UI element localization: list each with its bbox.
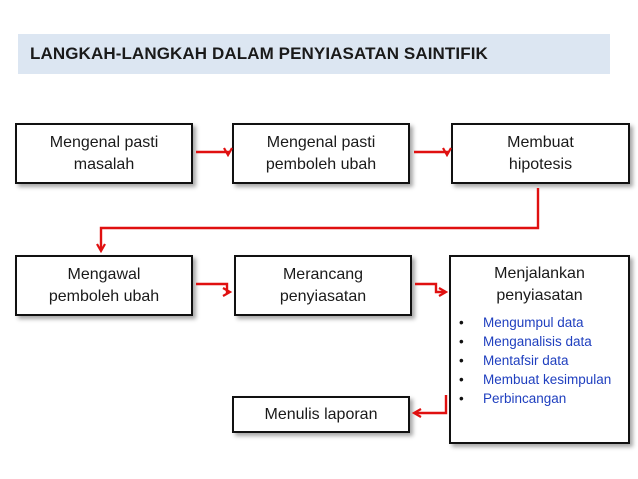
- arrow-step1-to-step2: [196, 152, 228, 154]
- step-write-report: Menulis laporan: [232, 396, 410, 433]
- step-label-line: penyiasatan: [279, 287, 367, 305]
- bullet-dot: •: [459, 391, 464, 406]
- bullet-dot: •: [459, 353, 464, 368]
- step-label-line: pemboleh ubah: [48, 287, 160, 305]
- substep-label: Mentafsir data: [483, 353, 569, 368]
- step-label-line: penyiasatan: [496, 287, 583, 304]
- step-control-variables: Mengawal pemboleh ubah: [15, 255, 193, 316]
- step-label-line: Membuat: [507, 133, 574, 151]
- step-label-line: Menulis laporan: [264, 405, 378, 423]
- substep-label: Menganalisis data: [483, 334, 592, 349]
- step-conduct-investigation: Menjalankan penyiasatan • Mengumpul data …: [449, 255, 630, 444]
- substep-label: Mengumpul data: [483, 315, 584, 330]
- step-identify-variables: Mengenal pasti pemboleh ubah: [232, 123, 410, 184]
- arrow-step3-to-step4: [101, 188, 540, 250]
- step-label-line: Mengenal pasti: [266, 133, 376, 151]
- bullet-dot: •: [459, 315, 464, 330]
- bullet-dot: •: [459, 334, 464, 349]
- arrow-step2-to-step3: [414, 152, 447, 154]
- step-label-line: hipotesis: [508, 155, 573, 173]
- substep-label: Membuat kesimpulan: [483, 372, 612, 387]
- substep-item: • Perbincangan: [459, 389, 628, 408]
- step-plan-investigation: Merancang penyiasatan: [234, 255, 412, 316]
- step-label-line: pemboleh ubah: [265, 155, 377, 173]
- substep-label: Perbincangan: [483, 391, 567, 406]
- substep-item: • Menganalisis data: [459, 332, 628, 351]
- step-label-line: Mengawal: [67, 265, 141, 283]
- step-identify-problem: Mengenal pasti masalah: [15, 123, 193, 184]
- step-label-line: Merancang: [282, 265, 364, 283]
- diagram-title: LANGKAH-LANGKAH DALAM PENYIASATAN SAINTI…: [18, 34, 610, 74]
- substep-item: • Mentafsir data: [459, 351, 628, 370]
- step-label-line: masalah: [73, 155, 135, 173]
- arrow-step6-to-step7: [415, 395, 448, 413]
- substep-list: • Mengumpul data • Menganalisis data • Ment…: [451, 313, 628, 408]
- step-label-line: Menjalankan: [494, 265, 585, 282]
- arrow-step5-to-step6: [415, 282, 445, 292]
- step-label-line: Mengenal pasti: [49, 133, 159, 151]
- step-hypothesis: Membuat hipotesis: [451, 123, 630, 184]
- arrow-step4-to-step5: [196, 282, 229, 292]
- substep-item: • Membuat kesimpulan: [459, 370, 628, 389]
- bullet-dot: •: [459, 372, 464, 387]
- substep-item: • Mengumpul data: [459, 313, 628, 332]
